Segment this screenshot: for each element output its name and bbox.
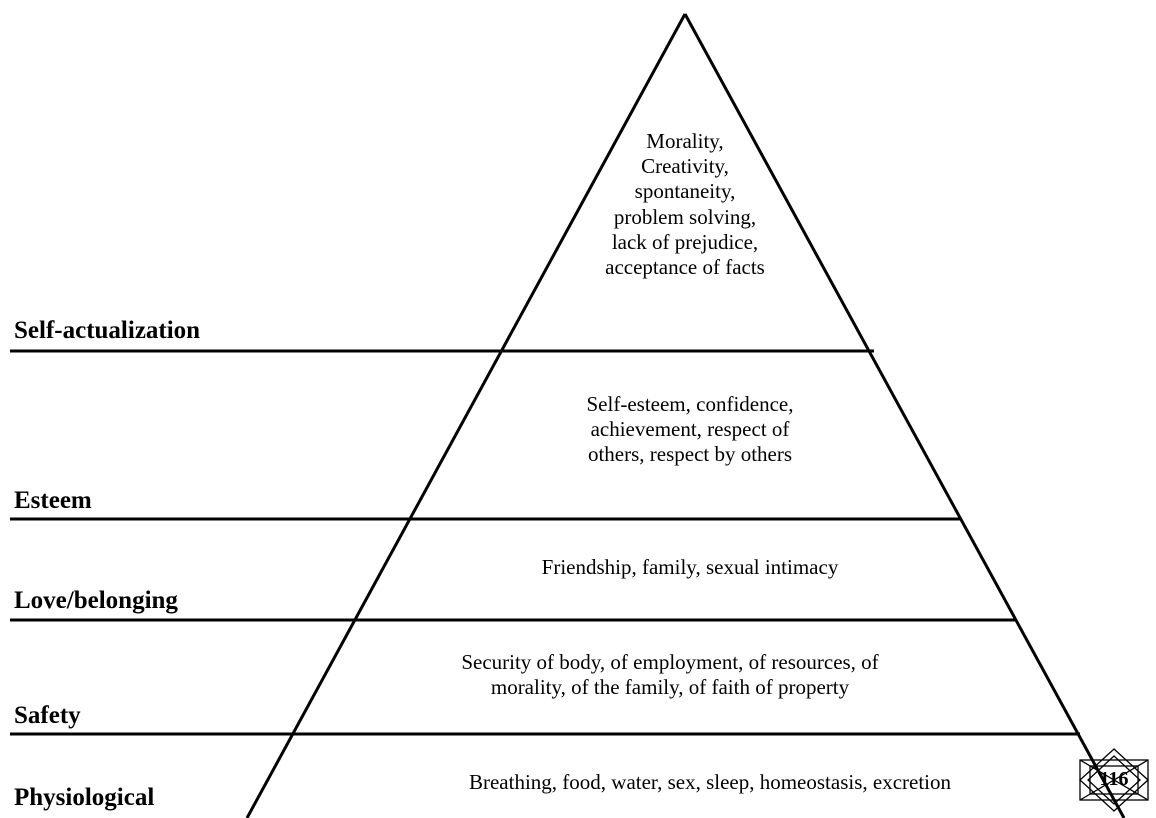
page-number-badge: 116 [1099, 768, 1129, 790]
level-label-esteem: Esteem [14, 487, 92, 514]
level-description-love-belonging: Friendship, family, sexual intimacy [541, 555, 839, 579]
level-label-physiological: Physiological [14, 784, 155, 811]
level-label-safety: Safety [14, 702, 81, 729]
level-description-physiological: Breathing, food, water, sex, sleep, home… [468, 770, 952, 794]
level-description-esteem: Self-esteem, confidence, achievement, re… [586, 392, 794, 467]
pyramid-left-edge [245, 13, 687, 818]
level-description-safety: Security of body, of employment, of reso… [461, 650, 879, 700]
level-label-love-belonging: Love/belonging [14, 587, 178, 614]
pyramid-right-edge [683, 13, 1126, 818]
level-description-self-actualization: Morality, Creativity, spontaneity, probl… [605, 129, 765, 279]
page-badge-frame [1079, 748, 1149, 812]
level-label-self-actualization: Self-actualization [14, 317, 201, 344]
